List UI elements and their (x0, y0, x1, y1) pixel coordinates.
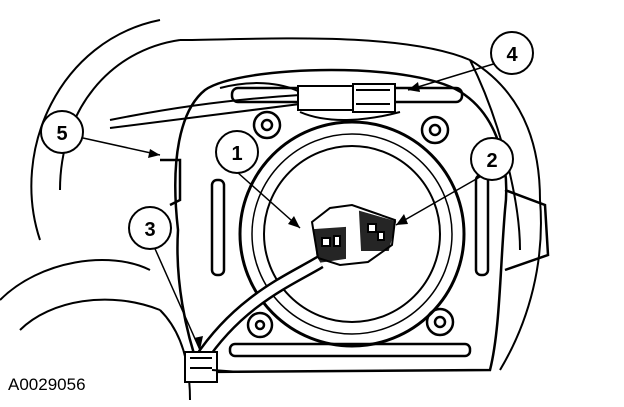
callout-1-label: 1 (231, 143, 242, 165)
callout-2-label: 2 (486, 150, 497, 172)
steering-wheel-rim (0, 19, 542, 401)
leader-arrowheads (148, 82, 420, 350)
callout-4: 4 (490, 31, 534, 75)
top-connector-assembly (109, 82, 401, 129)
center-connectors (310, 203, 397, 267)
leader-lines (82, 61, 501, 351)
callout-3: 3 (128, 206, 172, 250)
callout-5: 5 (40, 110, 84, 154)
wiring-harness (184, 255, 324, 383)
callout-4-label: 4 (506, 44, 518, 66)
callout-2: 2 (470, 137, 514, 181)
callout-1: 1 (215, 130, 259, 174)
mounting-bolts (246, 110, 455, 339)
figure-id: A0029056 (8, 375, 86, 394)
callout-3-label: 3 (144, 219, 155, 241)
callout-5-label: 5 (56, 123, 67, 145)
clockspring-ring (238, 120, 466, 348)
